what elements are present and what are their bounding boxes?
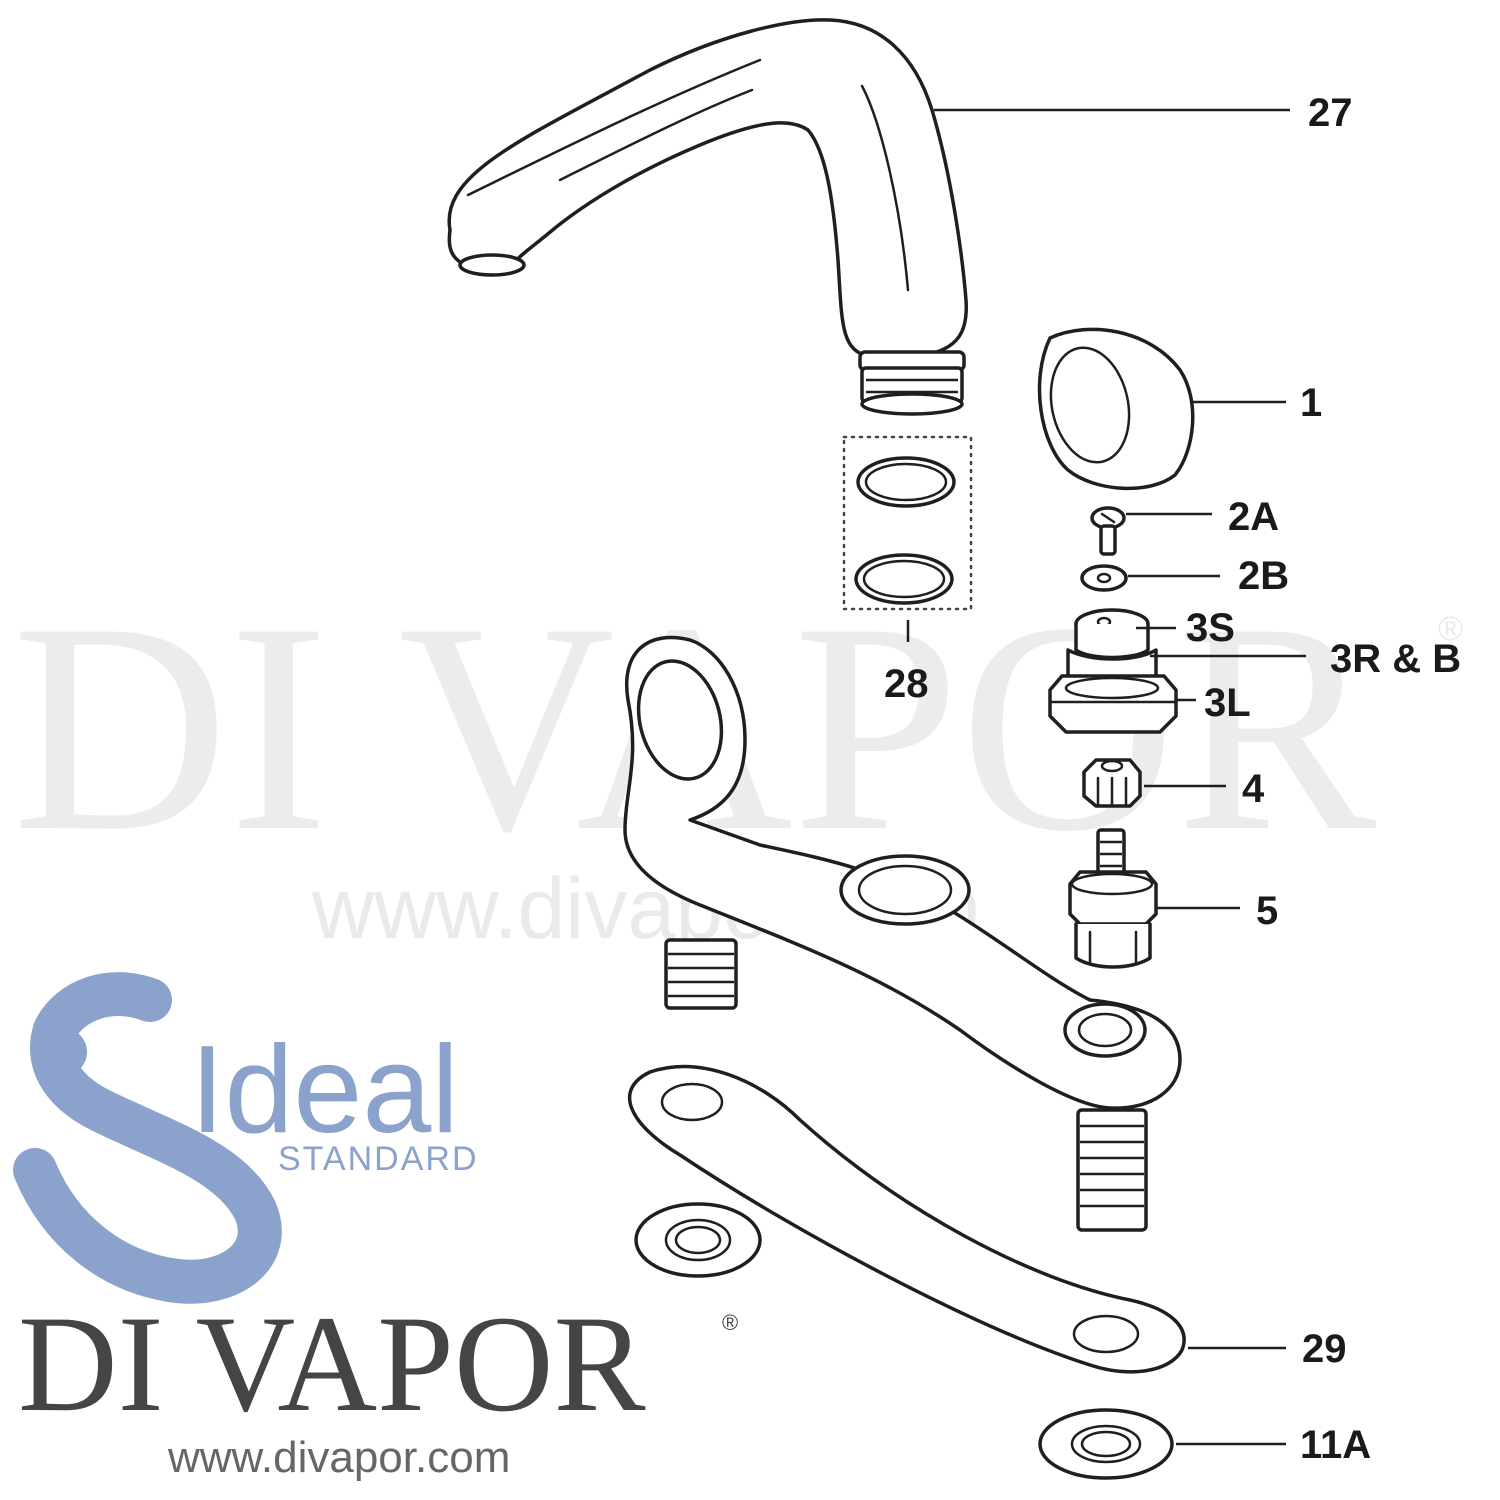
label-washer: 2B — [1238, 554, 1289, 598]
watermark-registered: ® — [1438, 610, 1463, 648]
label-spline-adapter: 4 — [1242, 767, 1265, 811]
screw — [1090, 506, 1126, 556]
handle-cap — [1037, 327, 1195, 491]
label-spout: 27 — [1308, 91, 1353, 135]
spout — [447, 18, 969, 416]
spline-adapter — [1082, 758, 1142, 808]
left-backnut-washer — [634, 1202, 762, 1278]
valve — [1068, 828, 1158, 969]
tap-body — [623, 635, 1182, 1232]
label-valve: 5 — [1256, 889, 1278, 933]
logo-ideal-word: Ideal — [190, 1021, 459, 1159]
footer-brand-name: DI VAPOR — [18, 1287, 646, 1440]
footer-brand-url: www.divapor.com — [167, 1433, 510, 1482]
label-backnut-washer: 11A — [1300, 1423, 1371, 1467]
ideal-standard-logo: Ideal STANDARD — [13, 972, 479, 1304]
logo-standard-word: STANDARD — [278, 1140, 479, 1178]
label-cartridge-top: 3S — [1186, 606, 1235, 650]
label-base-gasket: 29 — [1302, 1327, 1347, 1371]
label-screw: 2A — [1228, 495, 1279, 539]
footer-brand-registered: ® — [722, 1310, 738, 1335]
label-handle-cap: 1 — [1300, 381, 1322, 425]
label-cartridge-nut: 3L — [1204, 681, 1251, 725]
base-gasket — [628, 1064, 1186, 1374]
backnut-washer — [1038, 1408, 1174, 1480]
label-cartridge-body: 3R & B — [1330, 637, 1461, 681]
footer-brand: DI VAPOR ® www.divapor.com — [18, 1287, 738, 1482]
o-rings — [842, 435, 973, 611]
washer — [1080, 564, 1128, 592]
label-o-rings: 28 — [884, 662, 929, 706]
cartridge — [1048, 608, 1178, 734]
